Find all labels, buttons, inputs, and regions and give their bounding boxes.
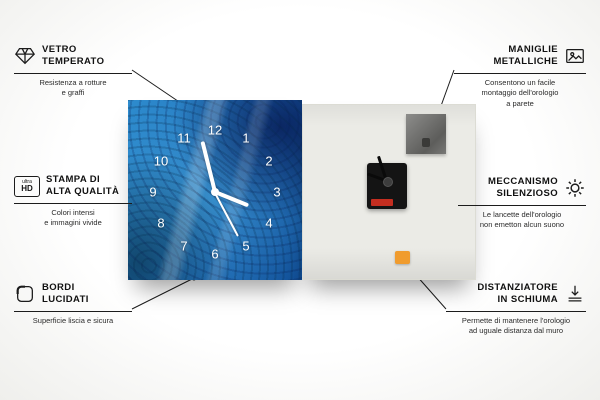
- callout-title: BORDI LUCIDATI: [42, 282, 89, 306]
- callout-subtitle: Superficie liscia e sicura: [32, 315, 114, 325]
- minute-hand: [200, 141, 217, 193]
- leader-line-bordi: [131, 277, 195, 310]
- clock-number-9: 9: [149, 184, 157, 200]
- clock-number-8: 8: [157, 215, 165, 231]
- gear-icon: [564, 177, 586, 199]
- battery: [371, 199, 393, 206]
- callout-head: BORDI LUCIDATI: [14, 282, 132, 312]
- ultra-hd-icon-text: ultra: [22, 178, 32, 185]
- clock-number-3: 3: [273, 184, 281, 200]
- hanger-hole: [422, 138, 430, 147]
- clock-number-6: 6: [211, 246, 219, 262]
- callout-head: MECCANISMO SILENZIOSO: [458, 176, 586, 206]
- callout-maniglie-metalliche: MANIGLIE METALLICHE Consentono un facile…: [454, 44, 586, 109]
- clock-mechanism: [367, 155, 407, 209]
- clock-number-5: 5: [242, 238, 250, 254]
- foam-spacer: [395, 251, 410, 264]
- clock-number-11: 11: [177, 130, 191, 146]
- picture-frame-icon: [564, 45, 586, 67]
- ultra-hd-icon-text: HD: [21, 183, 33, 193]
- callout-title: VETRO TEMPERATO: [42, 44, 105, 68]
- ultra-hd-icon: ultra HD: [14, 175, 40, 197]
- callout-subtitle: Consentono un facile montaggio dell'orol…: [481, 77, 559, 108]
- clock-number-1: 1: [242, 130, 250, 146]
- clock-number-7: 7: [180, 238, 188, 254]
- callout-head: ultra HD STAMPA DI ALTA QUALITÀ: [14, 174, 132, 204]
- clock-number-4: 4: [265, 215, 273, 231]
- clock-front-view: 1 2 3 4 5 6 7 8 9 10 11 12: [128, 100, 302, 280]
- callout-subtitle: Le lancette dell'orologio non emetton al…: [479, 209, 565, 230]
- callout-subtitle: Colori intensi e immagini vivide: [44, 207, 102, 228]
- clock-number-12: 12: [207, 122, 223, 138]
- callout-title: MECCANISMO SILENZIOSO: [488, 176, 558, 200]
- spacer-arrow-icon: [564, 283, 586, 305]
- clock-center-cap: [211, 188, 219, 196]
- callout-subtitle: Permette di mantenere l'orologio ad ugua…: [461, 315, 571, 336]
- polished-edge-icon: [14, 283, 36, 305]
- callout-distanziatore-schiuma: DISTANZIATORE IN SCHIUMA Permette di man…: [446, 282, 586, 337]
- clock-number-10: 10: [153, 153, 169, 169]
- callout-title: STAMPA DI ALTA QUALITÀ: [46, 174, 120, 198]
- callout-stampa-alta-qualita: ultra HD STAMPA DI ALTA QUALITÀ Colori i…: [14, 174, 132, 229]
- callout-title: MANIGLIE METALLICHE: [493, 44, 558, 68]
- clock-back-view: [302, 104, 476, 280]
- callout-head: DISTANZIATORE IN SCHIUMA: [446, 282, 586, 312]
- callout-head: VETRO TEMPERATO: [14, 44, 132, 74]
- callout-meccanismo-silenzioso: MECCANISMO SILENZIOSO Le lancette dell'o…: [458, 176, 586, 231]
- diamond-icon: [14, 45, 36, 67]
- callout-bordi-lucidati: BORDI LUCIDATI Superficie liscia e sicur…: [14, 282, 132, 326]
- callout-vetro-temperato: VETRO TEMPERATO Resistenza a rotture e g…: [14, 44, 132, 99]
- callout-head: MANIGLIE METALLICHE: [454, 44, 586, 74]
- metal-hanger-plate: [406, 114, 446, 154]
- callout-subtitle: Resistenza a rotture e graffi: [39, 77, 107, 98]
- callout-title: DISTANZIATORE IN SCHIUMA: [477, 282, 558, 306]
- mechanism-shaft: [383, 177, 393, 187]
- clock-number-2: 2: [265, 153, 273, 169]
